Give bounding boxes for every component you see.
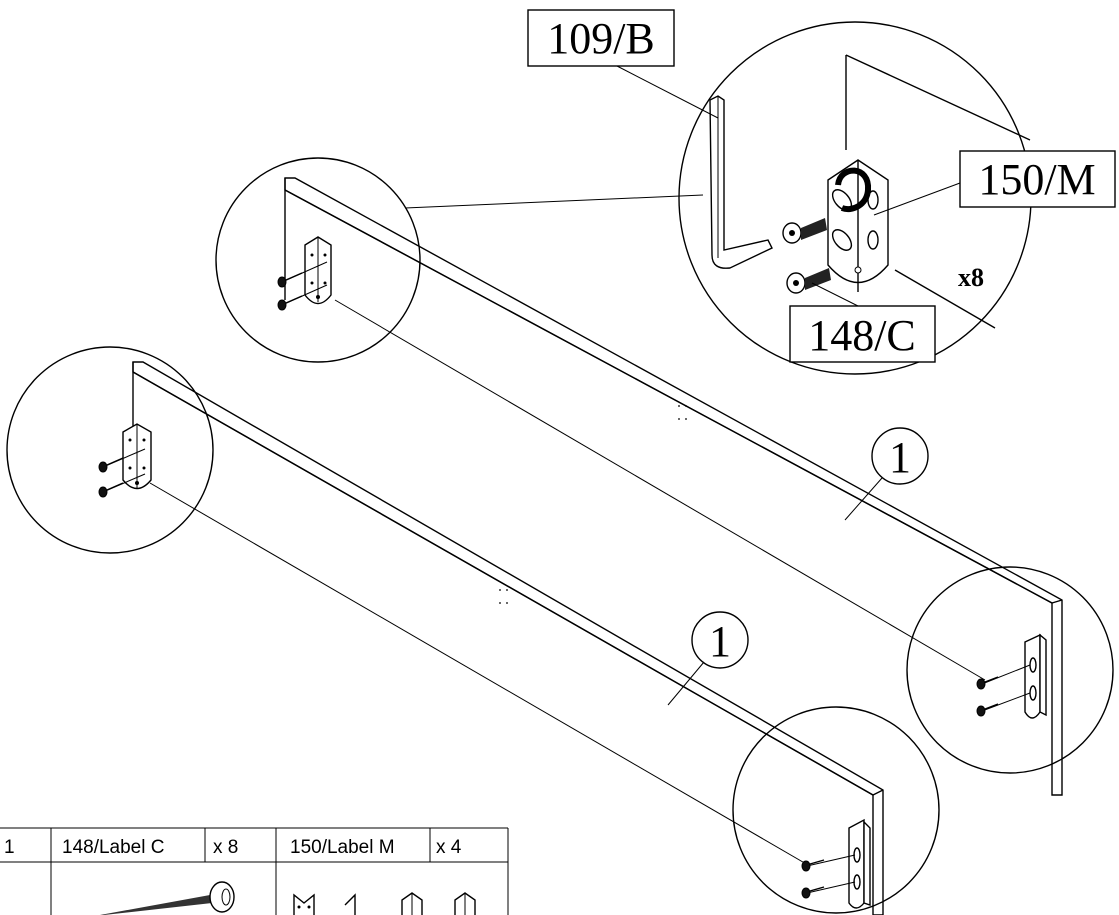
detail-circle-right-lower xyxy=(732,706,940,914)
svg-text:148/C: 148/C xyxy=(808,311,916,360)
detail-circle-right-upper xyxy=(906,566,1114,774)
part-number-lower: 1 xyxy=(667,611,749,706)
table-screw-header: 148/Label C xyxy=(62,837,164,858)
upper-panel xyxy=(284,177,1063,796)
detail-circle-enlarged xyxy=(678,21,1032,375)
allen-key-icon xyxy=(709,95,773,269)
upper-leader-line xyxy=(334,299,986,681)
table-bracket-qty: x 4 xyxy=(436,837,462,858)
table-screw-icon xyxy=(100,881,235,915)
detail-circle-upper-left xyxy=(215,157,421,363)
bracket-icon xyxy=(827,159,889,292)
svg-text:109/B: 109/B xyxy=(547,14,655,63)
quantity-label: x8 xyxy=(958,263,984,292)
dowel-holes-upper xyxy=(678,405,687,420)
table-bracket-icons xyxy=(293,892,476,915)
svg-text:1: 1 xyxy=(889,433,911,482)
screw-icon xyxy=(782,218,831,294)
svg-text:1: 1 xyxy=(709,617,731,666)
table-bracket-header: 150/Label M xyxy=(290,837,395,858)
callout-109b: 109/B xyxy=(527,9,719,119)
table-col1-header: 1 xyxy=(4,837,15,858)
detail-circle-lower-left xyxy=(6,346,214,554)
parts-table: 1 148/Label C x 8 150/Label M x 4 xyxy=(0,827,509,915)
table-screw-qty: x 8 xyxy=(213,837,238,858)
detail-connector-line xyxy=(404,194,704,209)
callout-148c: 148/C xyxy=(789,282,936,363)
svg-text:150/M: 150/M xyxy=(978,155,1095,204)
part-number-upper: 1 xyxy=(844,427,929,521)
lower-leader-line xyxy=(149,482,809,866)
callout-150m: 150/M xyxy=(873,150,1116,216)
rotate-arrow-icon xyxy=(835,167,872,212)
dowel-holes-lower xyxy=(499,589,508,604)
